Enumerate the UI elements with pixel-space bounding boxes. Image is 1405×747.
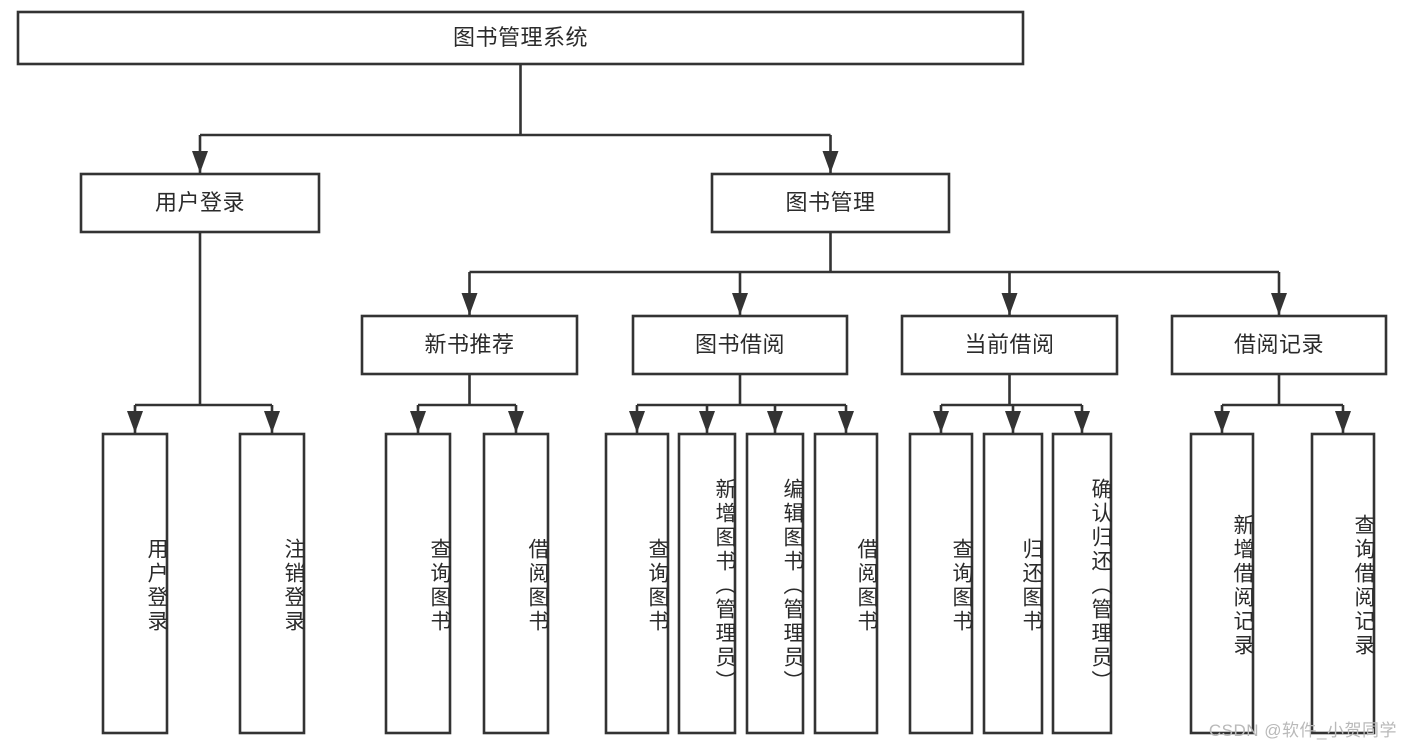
node-box-user-login[interactable] <box>79 172 321 234</box>
node-box-book-borrow[interactable] <box>631 314 849 376</box>
node-box-current-borrow[interactable] <box>900 314 1119 376</box>
arrow-head-icon <box>732 293 748 315</box>
node-box-leaf-add-borrow-record[interactable] <box>1189 432 1255 735</box>
node-box-leaf-edit-book-admin[interactable] <box>745 432 805 735</box>
node-box-leaf-return-book[interactable] <box>982 432 1044 735</box>
watermark-text: CSDN @软件_小贺同学 <box>1208 721 1397 740</box>
arrow-head-icon <box>264 411 280 433</box>
node-box-leaf-user-login[interactable] <box>101 432 169 735</box>
arrow-head-icon <box>508 411 524 433</box>
node-box-leaf-user-logout[interactable] <box>238 432 306 735</box>
arrow-head-icon <box>699 411 715 433</box>
arrow-head-icon <box>1074 411 1090 433</box>
arrow-head-icon <box>1271 293 1287 315</box>
arrow-head-icon <box>838 411 854 433</box>
arrow-head-icon <box>461 293 478 315</box>
arrow-head-icon <box>192 151 208 173</box>
node-box-leaf-query-book-2[interactable] <box>604 432 670 735</box>
node-box-leaf-query-book-1[interactable] <box>384 432 452 735</box>
node-box-leaf-add-book-admin[interactable] <box>677 432 737 735</box>
node-box-root[interactable] <box>16 10 1025 66</box>
node-box-book-manage[interactable] <box>710 172 951 234</box>
node-box-new-book-recommend[interactable] <box>360 314 579 376</box>
node-box-leaf-confirm-return-admin[interactable] <box>1051 432 1113 735</box>
arrow-head-icon <box>1005 411 1021 433</box>
node-box-leaf-borrow-book-1[interactable] <box>482 432 550 735</box>
arrow-head-icon <box>933 411 949 433</box>
arrow-head-icon <box>1335 411 1351 433</box>
arrow-head-icon <box>1001 293 1018 315</box>
arrow-head-icon <box>127 411 143 433</box>
arrow-head-icon <box>1214 411 1230 433</box>
arrow-head-icon <box>822 151 839 173</box>
boxes-group <box>16 10 1388 735</box>
edges-group <box>127 64 1351 433</box>
node-box-leaf-query-book-3[interactable] <box>908 432 974 735</box>
node-box-leaf-query-borrow-record[interactable] <box>1310 432 1376 735</box>
arrow-head-icon <box>629 411 645 433</box>
arrow-head-icon <box>767 411 783 433</box>
arrow-head-icon <box>410 411 426 433</box>
node-box-borrow-record[interactable] <box>1170 314 1388 376</box>
node-box-leaf-borrow-book-2[interactable] <box>813 432 879 735</box>
